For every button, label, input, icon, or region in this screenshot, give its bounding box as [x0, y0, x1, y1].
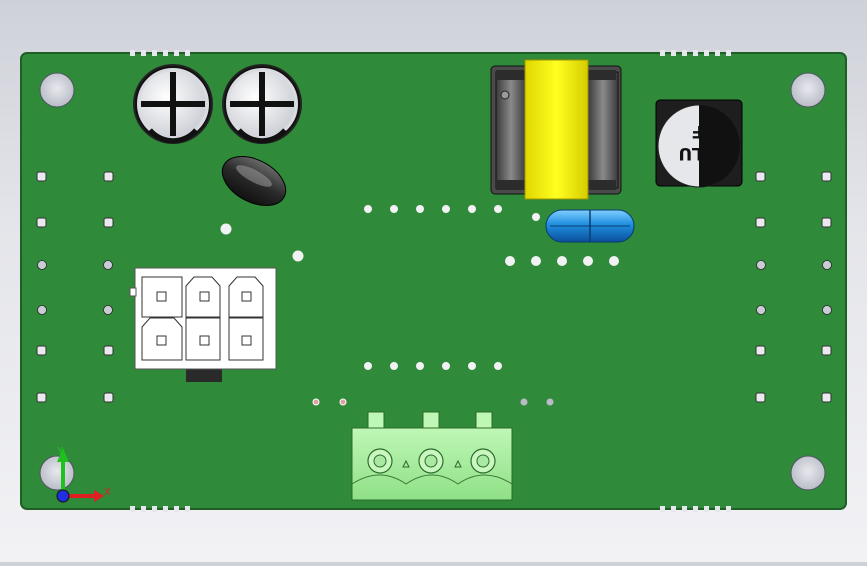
electrolytic-capacitor-1[interactable] — [133, 64, 213, 144]
mounting-hole-tr — [790, 72, 826, 108]
x-axis-label: X — [104, 487, 111, 498]
mounting-hole-br — [790, 455, 826, 491]
z-axis-dot — [56, 489, 70, 503]
ferrite-bead[interactable] — [214, 146, 294, 215]
edge-castellations — [130, 50, 731, 512]
y-axis-label: Y — [56, 446, 64, 457]
x-capacitor[interactable] — [545, 209, 635, 243]
vias — [220, 205, 619, 406]
molex-connector-6pin[interactable] — [129, 267, 277, 382]
mounting-hole-tl — [39, 72, 75, 108]
coordinate-triad: Y X — [56, 446, 111, 503]
cap-label-f: F — [691, 121, 703, 141]
electrolytic-capacitor-2[interactable] — [222, 64, 302, 144]
terminal-block-3pin[interactable] — [351, 411, 513, 501]
transformer-core — [524, 59, 589, 200]
side-pins — [36, 171, 832, 403]
mounting-hole-bl — [39, 455, 75, 491]
mounting-holes — [39, 72, 826, 491]
smd-electrolytic-capacitor[interactable]: ALU F — [655, 99, 743, 188]
cap-label-alu: ALU — [678, 143, 715, 163]
transformer[interactable] — [490, 59, 622, 200]
